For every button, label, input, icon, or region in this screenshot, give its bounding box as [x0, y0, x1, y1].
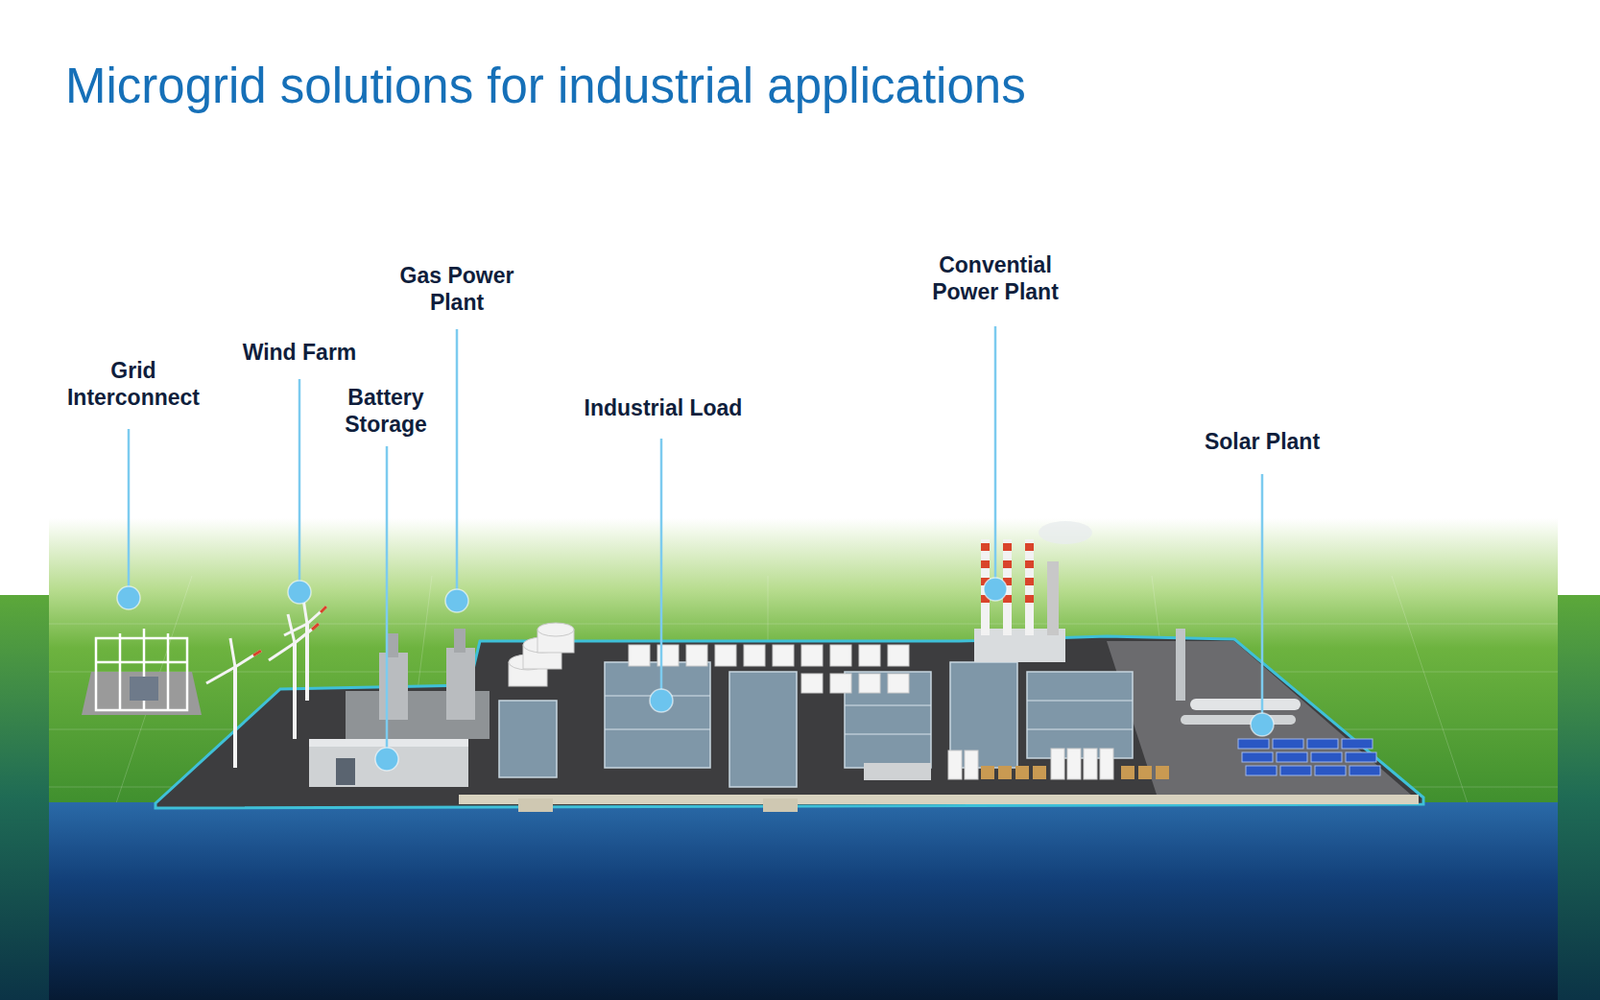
callout-label: Industrial Load [538, 394, 789, 422]
page-title: Microgrid solutions for industrial appli… [65, 57, 1027, 115]
callout-label: Gas Power Plant [394, 262, 520, 316]
callout-label: Convential Power Plant [931, 251, 1061, 306]
callout-label: Wind Farm [193, 338, 406, 366]
callout-label: Solar Plant [1166, 428, 1359, 455]
callout-label: Grid Interconnect [56, 357, 211, 411]
callout-label: Battery Storage [333, 383, 439, 438]
